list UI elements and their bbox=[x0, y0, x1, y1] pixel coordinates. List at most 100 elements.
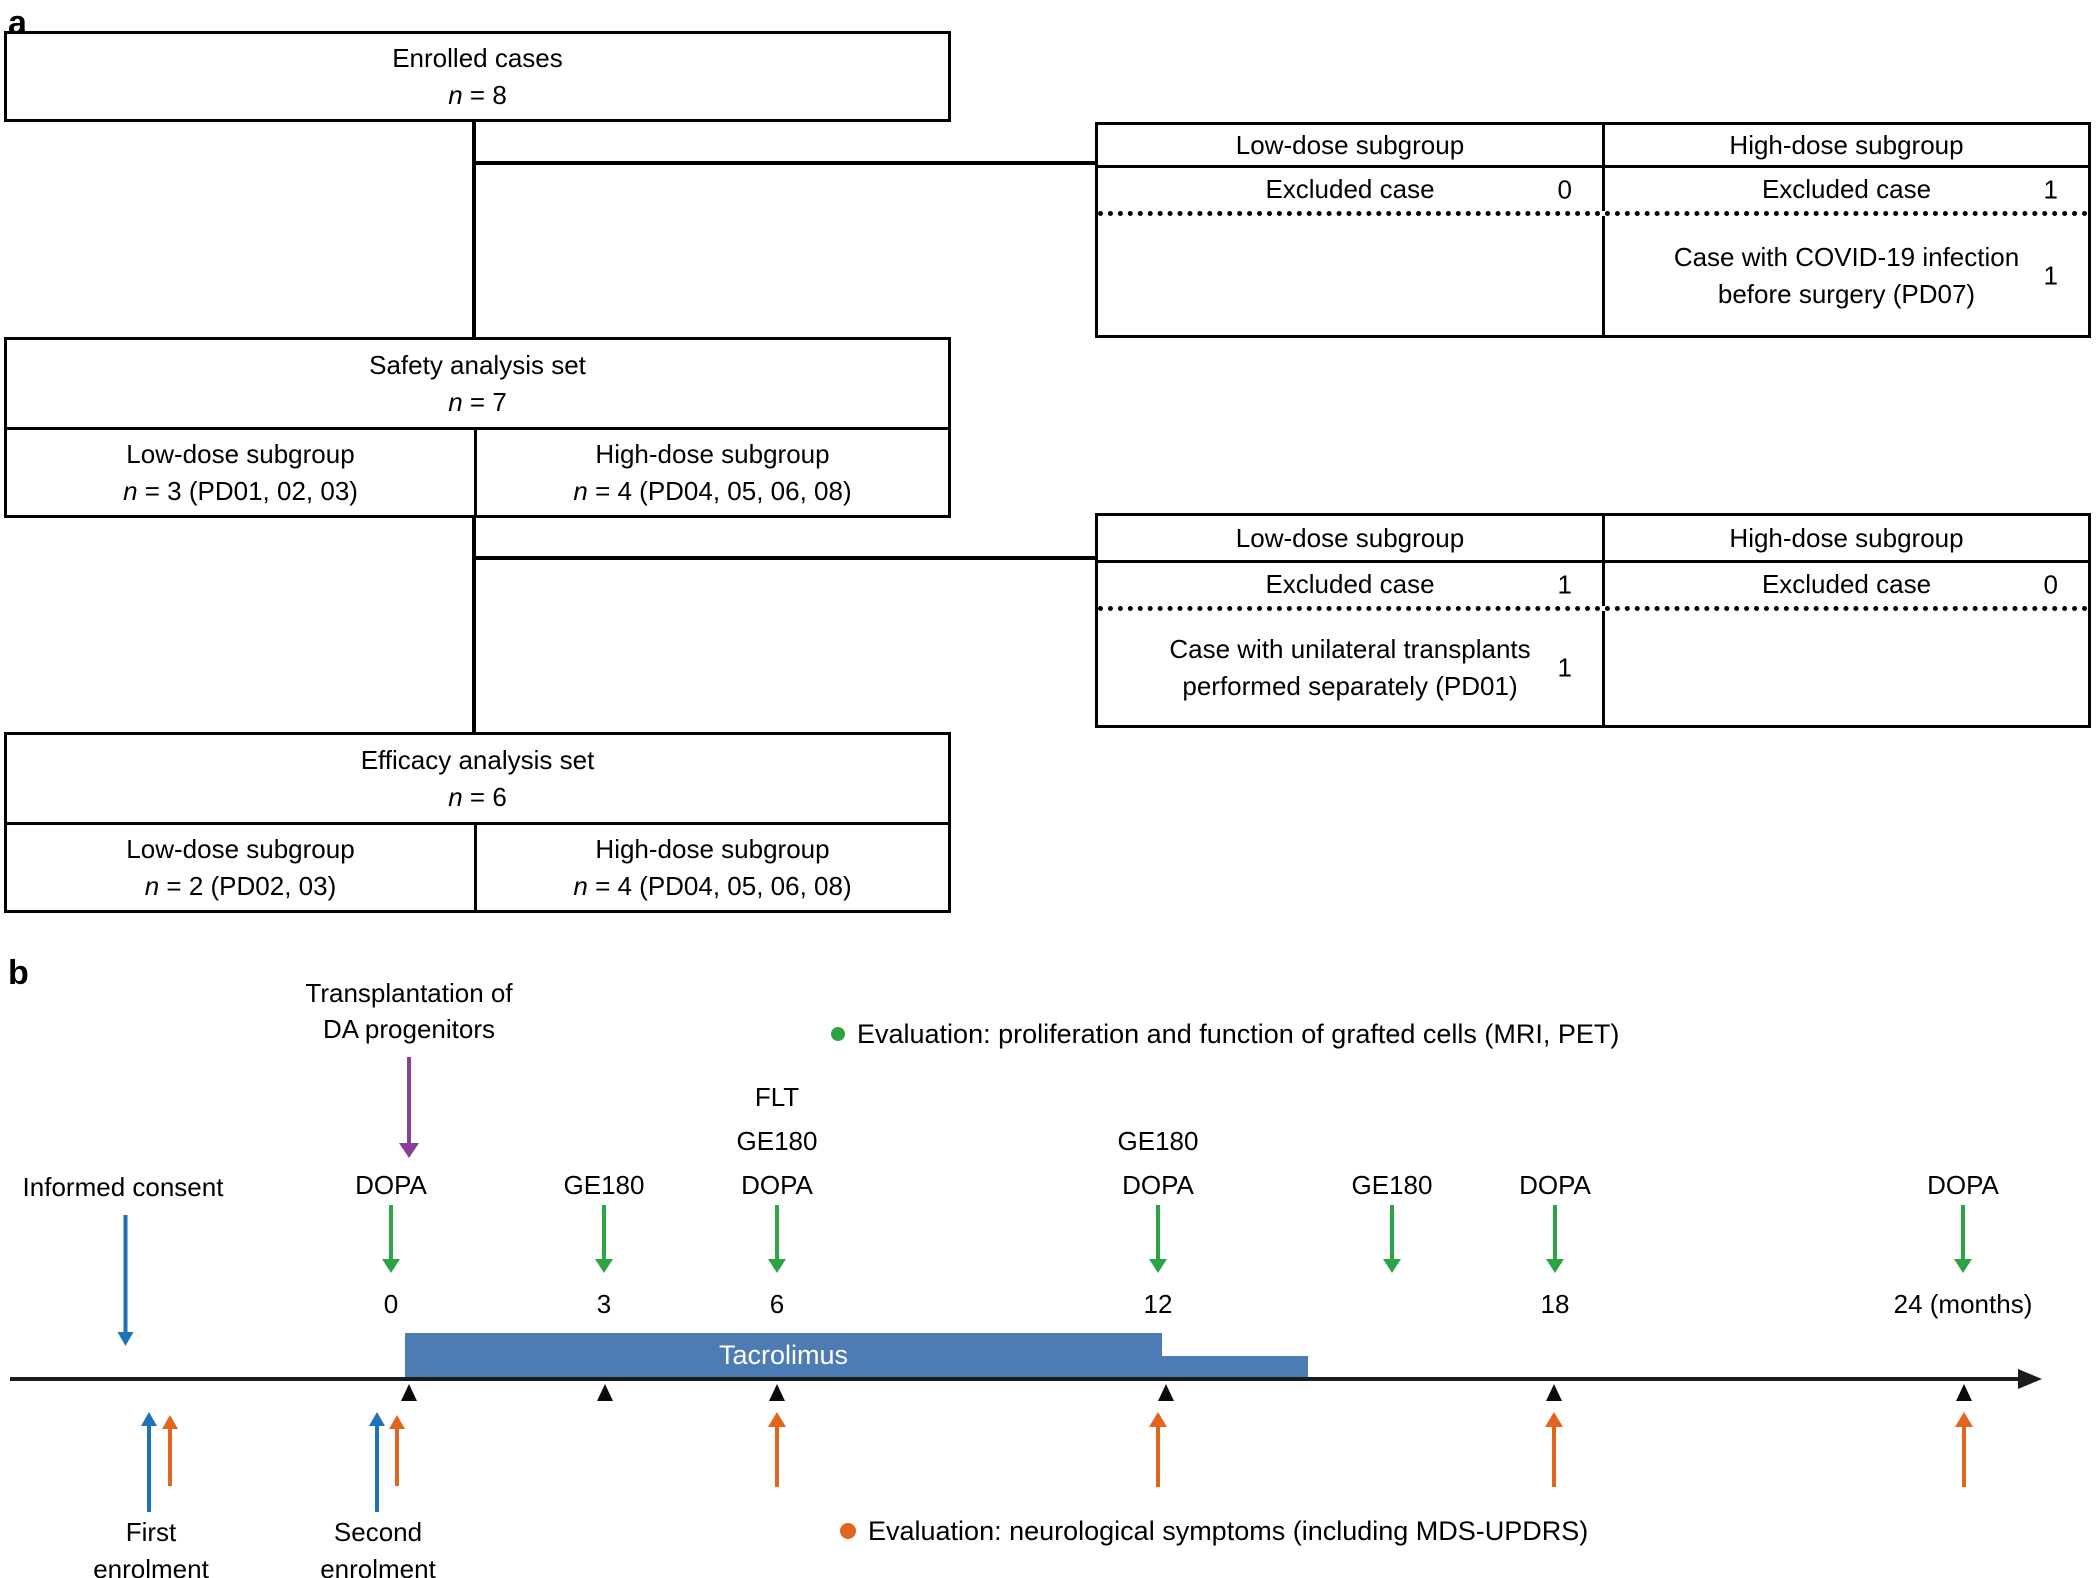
exclusion-table-2: Low-dose subgroup High-dose subgroup Exc… bbox=[1095, 513, 2091, 728]
tacrolimus-label: Tacrolimus bbox=[718, 1340, 849, 1370]
efficacy-analysis-n: n = 6 bbox=[448, 781, 507, 812]
safety-analysis-box: Safety analysis set n = 7 Low-dose subgr… bbox=[4, 337, 951, 518]
neuro-eval-arrow-month-6 bbox=[768, 1412, 786, 1487]
axis-tick-month-0 bbox=[401, 1384, 417, 1401]
second-enrolment-orange-arrow bbox=[389, 1415, 405, 1486]
safety-high-dose-cell: High-dose subgroup n = 4 (PD04, 05, 06, … bbox=[477, 430, 948, 515]
efficacy-analysis-box: Efficacy analysis set n = 6 Low-dose sub… bbox=[4, 732, 951, 913]
efficacy-analysis-title: Efficacy analysis set bbox=[360, 744, 595, 775]
neuro-legend-text: Evaluation: neurological symptoms (inclu… bbox=[868, 1516, 1589, 1546]
exclusion-2-low-reason-cell: Case with unilateral transplants perform… bbox=[1098, 611, 1605, 725]
scan-label: DOPA bbox=[741, 1170, 813, 1200]
exclusion-table-2-header-row: Low-dose subgroup High-dose subgroup bbox=[1098, 516, 2088, 563]
connector-branch-exclusion-1 bbox=[472, 161, 1095, 165]
safety-low-dose-cell: Low-dose subgroup n = 3 (PD01, 02, 03) bbox=[7, 430, 477, 515]
axis-tick-month-18 bbox=[1546, 1384, 1562, 1401]
exclusion-1-high-header: High-dose subgroup bbox=[1729, 129, 1964, 160]
scan-label: FLT bbox=[754, 1082, 800, 1112]
safety-low-n: n = 3 (PD01, 02, 03) bbox=[123, 475, 358, 506]
month-label: 24 (months) bbox=[1893, 1289, 2033, 1319]
safety-analysis-cells: Low-dose subgroup n = 3 (PD01, 02, 03) H… bbox=[7, 430, 948, 515]
efficacy-high-title: High-dose subgroup bbox=[595, 833, 830, 864]
month-label: 6 bbox=[769, 1289, 785, 1319]
scan-label: GE180 bbox=[736, 1126, 818, 1156]
timeline-axis-arrowhead bbox=[2018, 1369, 2042, 1389]
efficacy-high-dose-cell: High-dose subgroup n = 4 (PD04, 05, 06, … bbox=[477, 825, 948, 910]
scan-label: DOPA bbox=[355, 1170, 427, 1200]
exclusion-1-high-count-cell: Excluded case 1 bbox=[1761, 174, 2058, 204]
reason-count: 1 bbox=[2043, 260, 2058, 290]
scan-label: DOPA bbox=[1927, 1170, 1999, 1200]
efficacy-low-n: n = 2 (PD02, 03) bbox=[144, 870, 337, 901]
axis-tick-month-6 bbox=[769, 1384, 785, 1401]
efficacy-analysis-header: Efficacy analysis set n = 6 bbox=[7, 735, 948, 825]
timeline-axis bbox=[10, 1377, 2022, 1381]
excluded-count: 0 bbox=[1557, 174, 1572, 204]
safety-analysis-header: Safety analysis set n = 7 bbox=[7, 340, 948, 430]
exclusion-table-1-header-row: Low-dose subgroup High-dose subgroup bbox=[1098, 125, 2088, 168]
second-enrolment-label: Second enrolment bbox=[320, 1514, 436, 1578]
tacrolimus-bar-full-dose: Tacrolimus bbox=[405, 1333, 1162, 1378]
efficacy-low-title: Low-dose subgroup bbox=[126, 833, 355, 864]
informed-consent-arrow bbox=[117, 1215, 134, 1346]
reason-count: 1 bbox=[1557, 652, 1572, 683]
exclusion-2-high-header: High-dose subgroup bbox=[1729, 522, 1964, 553]
green-down-arrow bbox=[1546, 1205, 1564, 1273]
green-down-arrow bbox=[382, 1205, 400, 1273]
second-enrolment-line2: enrolment bbox=[320, 1554, 436, 1578]
scan-label: GE180 bbox=[1351, 1170, 1433, 1200]
panel-b-label: b bbox=[8, 954, 29, 992]
neuro-eval-arrow-month-24 bbox=[1955, 1412, 1973, 1487]
exclusion-table-2-count-row: Excluded case 1 Excluded case 0 bbox=[1098, 563, 2088, 611]
neuro-eval-arrow-month-18 bbox=[1545, 1412, 1563, 1487]
connector-enrolled-to-safety bbox=[472, 122, 476, 337]
connector-branch-exclusion-2 bbox=[472, 556, 1095, 560]
first-enrolment-label: First enrolment bbox=[93, 1514, 209, 1578]
informed-consent-label: Informed consent bbox=[22, 1172, 224, 1202]
exclusion-1-low-header: Low-dose subgroup bbox=[1098, 125, 1605, 165]
efficacy-high-n: n = 4 (PD04, 05, 06, 08) bbox=[573, 870, 852, 901]
green-down-arrow bbox=[768, 1205, 786, 1273]
transplantation-label-line2: DA progenitors bbox=[323, 1014, 495, 1044]
exclusion-1-low-reason-cell bbox=[1098, 216, 1605, 335]
green-down-arrow bbox=[1954, 1205, 1972, 1273]
exclusion-2-low-header: Low-dose subgroup bbox=[1098, 516, 1605, 560]
exclusion-table-1-count-row: Excluded case 0 Excluded case 1 bbox=[1098, 168, 2088, 216]
efficacy-low-dose-cell: Low-dose subgroup n = 2 (PD02, 03) bbox=[7, 825, 477, 910]
enrolled-cases-content: Enrolled cases n = 8 bbox=[7, 34, 948, 119]
excluded-count: 1 bbox=[2043, 174, 2058, 204]
tacrolimus-bar-taper bbox=[1162, 1356, 1308, 1378]
enrolled-cases-title: Enrolled cases bbox=[392, 42, 563, 73]
safety-high-title: High-dose subgroup bbox=[595, 438, 830, 469]
month-label: 3 bbox=[596, 1289, 612, 1319]
excluded-count: 0 bbox=[2043, 569, 2058, 599]
exclusion-table-1: Low-dose subgroup High-dose subgroup Exc… bbox=[1095, 122, 2091, 338]
month-label: 0 bbox=[383, 1289, 399, 1319]
efficacy-analysis-cells: Low-dose subgroup n = 2 (PD02, 03) High-… bbox=[7, 825, 948, 910]
exclusion-table-2-reason-row: Case with unilateral transplants perform… bbox=[1098, 611, 2088, 725]
axis-tick-month-12 bbox=[1158, 1384, 1174, 1401]
enrolled-cases-n: n = 8 bbox=[448, 79, 507, 110]
green-down-arrow bbox=[595, 1205, 613, 1273]
enrolled-cases-box: Enrolled cases n = 8 bbox=[4, 31, 951, 122]
exclusion-1-low-count-cell: Excluded case 0 bbox=[1098, 168, 1605, 211]
month-label: 18 bbox=[1540, 1289, 1570, 1319]
first-enrolment-line1: First bbox=[125, 1517, 177, 1547]
connector-safety-to-efficacy bbox=[472, 518, 476, 732]
safety-analysis-n: n = 7 bbox=[448, 386, 507, 417]
exclusion-1-high-reason-cell: Case with COVID-19 infection before surg… bbox=[1673, 241, 2058, 309]
second-enrolment-blue-arrow bbox=[369, 1412, 385, 1512]
axis-tick-month-3 bbox=[597, 1384, 613, 1401]
safety-analysis-title: Safety analysis set bbox=[369, 349, 586, 380]
safety-low-title: Low-dose subgroup bbox=[126, 438, 355, 469]
transplantation-label: Transplantation of DA progenitors bbox=[305, 975, 512, 1047]
second-enrolment-line1: Second bbox=[333, 1517, 423, 1547]
transplantation-arrow bbox=[399, 1057, 419, 1158]
exclusion-2-high-reason-cell bbox=[1605, 611, 2088, 725]
first-enrolment-orange-arrow bbox=[162, 1415, 178, 1486]
scan-label: DOPA bbox=[1122, 1170, 1194, 1200]
axis-tick-month-24 bbox=[1956, 1384, 1972, 1401]
imaging-legend-text: Evaluation: proliferation and function o… bbox=[857, 1019, 1620, 1049]
scan-label: GE180 bbox=[563, 1170, 645, 1200]
